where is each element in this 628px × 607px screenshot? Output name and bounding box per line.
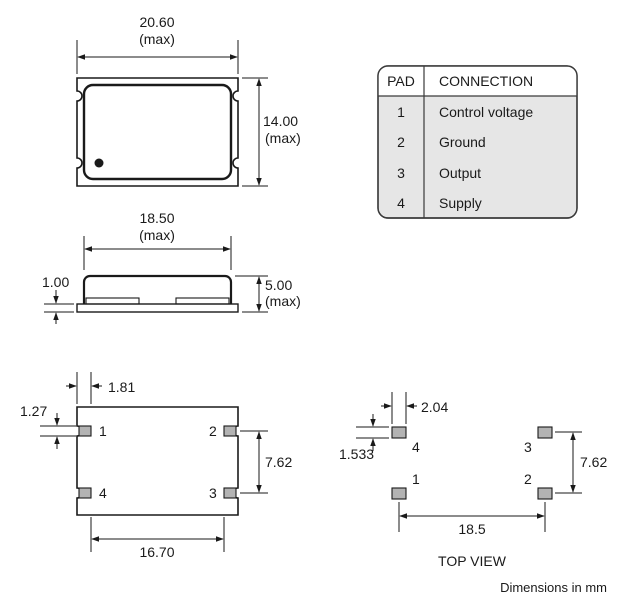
bottom-pad-label-1: 1: [99, 423, 107, 439]
outline-width-label: 14.00: [263, 113, 298, 129]
side-length-label: 18.50: [139, 210, 174, 226]
dim-bottom-span: [90, 517, 225, 552]
side-length-note: (max): [139, 227, 175, 243]
table-header-pad: PAD: [387, 73, 415, 89]
bottom-pad-4: [78, 487, 92, 499]
dim-land-pitch-vertical: [555, 431, 582, 494]
dim-land-height: [356, 414, 389, 451]
pin1-indicator-dot: [94, 158, 104, 168]
outline-length-note: (max): [139, 31, 175, 47]
dim-side-height: [235, 275, 268, 313]
bottom-pad-3: [223, 487, 237, 499]
land-pad-label-3: 3: [524, 439, 532, 455]
land-pad-label-2: 2: [524, 471, 532, 487]
package-bottom-view: [76, 406, 239, 516]
table-row-connection: Control voltage: [439, 104, 533, 120]
units-note: Dimensions in mm: [500, 580, 607, 595]
dim-pad-offset: [66, 372, 102, 404]
table-header-connection: CONNECTION: [439, 73, 533, 89]
outline-length-label: 20.60: [139, 14, 174, 30]
table-row-connection: Supply: [439, 195, 482, 211]
table-row-pad: 2: [397, 134, 405, 150]
package-top-outline: [76, 77, 239, 187]
dim-outline-length: [76, 40, 239, 74]
land-pad-4: [391, 426, 407, 439]
table-row-connection: Ground: [439, 134, 486, 150]
side-height-label: 5.00: [265, 277, 292, 293]
bottom-pad-label-3: 3: [209, 485, 217, 501]
land-pad-2: [537, 487, 553, 500]
dim-side-length: [83, 236, 232, 270]
land-pitch-horizontal-label: 18.5: [458, 521, 485, 537]
table-row-connection: Output: [439, 165, 481, 181]
dim-land-width: [381, 392, 417, 424]
table-row-pad: 1: [397, 104, 405, 120]
dim-outline-width: [242, 77, 268, 187]
dim-land-pitch-horizontal: [398, 502, 546, 532]
land-pad-label-4: 4: [412, 439, 420, 455]
top-view-label: TOP VIEW: [438, 553, 507, 569]
land-pad-1: [391, 487, 407, 500]
table-row-pad: 4: [397, 195, 405, 211]
land-pad-3: [537, 426, 553, 439]
bottom-pad-1: [78, 425, 92, 437]
package-side-view: [76, 274, 239, 313]
land-pitch-vertical-label: 7.62: [580, 454, 607, 470]
standoff-label: 1.00: [42, 274, 69, 290]
bottom-pad-label-4: 4: [99, 485, 107, 501]
table-row-pad: 3: [397, 165, 405, 181]
pad-offset-label: 1.81: [108, 379, 135, 395]
land-pattern: [391, 426, 553, 500]
bottom-pitch-label: 7.62: [265, 454, 292, 470]
side-height-note: (max): [265, 293, 301, 309]
bottom-pad-2: [223, 425, 237, 437]
bottom-span-label: 16.70: [139, 544, 174, 560]
dim-bottom-pitch: [240, 430, 268, 494]
dim-pad-size: [40, 413, 76, 449]
dim-standoff: [44, 290, 74, 324]
bottom-pad-label-2: 2: [209, 423, 217, 439]
land-height-label: 1.533: [339, 446, 374, 462]
land-pad-label-1: 1: [412, 471, 420, 487]
land-width-label: 2.04: [421, 399, 448, 415]
pad-table: [377, 65, 578, 219]
outline-width-note: (max): [265, 130, 301, 146]
pad-size-label: 1.27: [20, 403, 47, 419]
